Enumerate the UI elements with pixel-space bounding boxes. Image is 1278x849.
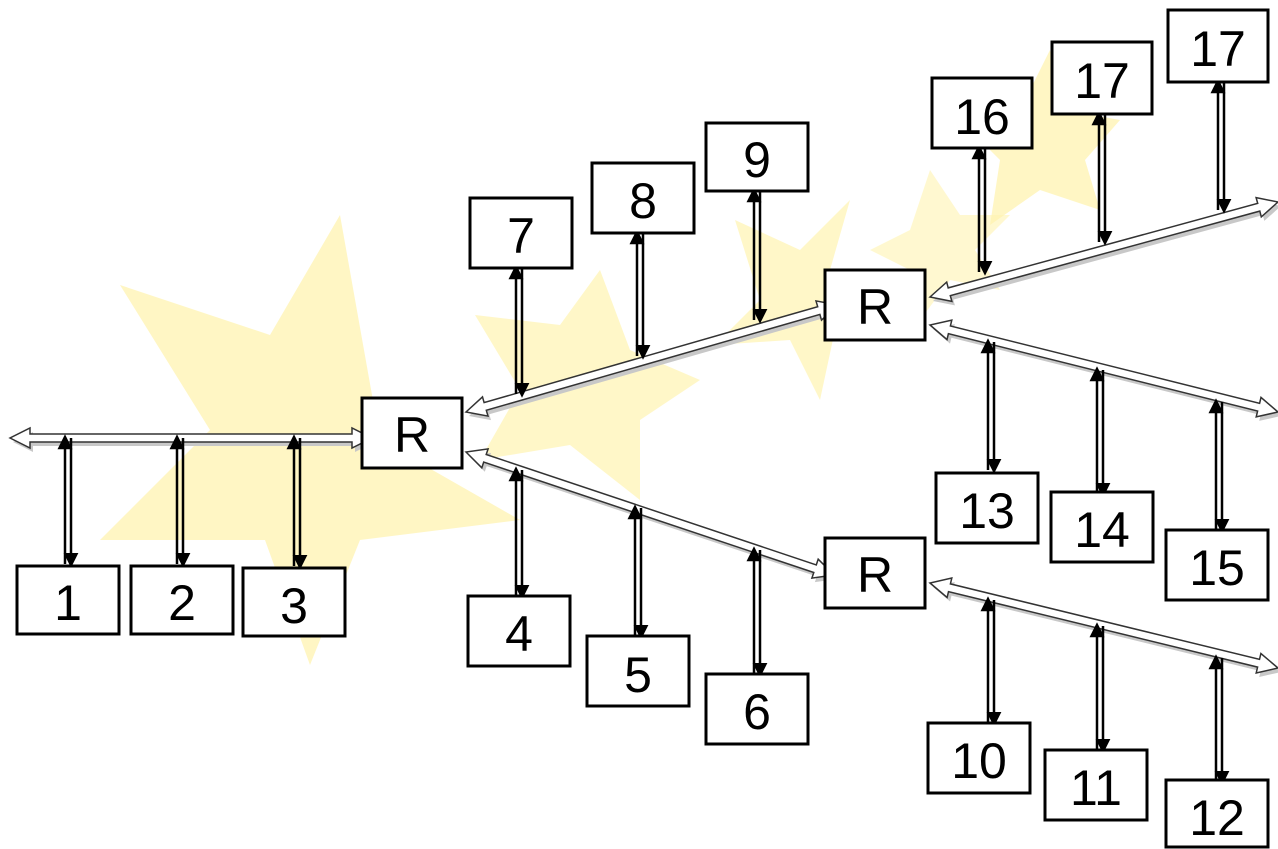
host-box-17-right[interactable]: 17 [1166, 8, 1270, 84]
host-box-16[interactable]: 16 [930, 76, 1034, 150]
host-label: 5 [624, 647, 652, 703]
link-host-4 [508, 466, 530, 600]
bus-line [928, 196, 1278, 303]
link-host-12 [1208, 654, 1230, 786]
host-box-15[interactable]: 15 [1164, 528, 1270, 602]
router-r2[interactable]: R [823, 268, 927, 342]
link-host-6 [746, 546, 768, 678]
host-label: 12 [1189, 790, 1245, 846]
host-box-17-middle[interactable]: 17 [1050, 40, 1154, 116]
host-label: 8 [629, 173, 657, 229]
link-host-2 [169, 434, 191, 568]
link-host-17-middle [1091, 110, 1113, 246]
host-box-9[interactable]: 9 [704, 121, 810, 193]
host-label: 10 [951, 733, 1007, 789]
router-r1[interactable]: R [360, 396, 464, 470]
host-label: 1 [54, 575, 82, 631]
host-label: 3 [280, 578, 308, 634]
host-label: 7 [507, 208, 535, 264]
host-box-6[interactable]: 6 [704, 672, 810, 746]
host-box-13[interactable]: 13 [934, 471, 1040, 545]
host-label: 13 [959, 483, 1015, 539]
link-host-11 [1089, 622, 1111, 754]
host-box-11[interactable]: 11 [1043, 748, 1149, 822]
host-label: 11 [1070, 760, 1122, 816]
star-shape-right-top [960, 50, 1120, 225]
host-label: 17 [1190, 21, 1246, 77]
link-host-15 [1208, 398, 1230, 534]
host-label: 2 [168, 575, 196, 631]
host-box-8[interactable]: 8 [590, 161, 696, 235]
routers: R R R [360, 268, 927, 610]
star-shape-right-mid [715, 200, 880, 400]
link-host-5 [627, 504, 649, 640]
host-box-3[interactable]: 3 [241, 566, 347, 638]
link-host-3 [286, 434, 308, 570]
link-host-14 [1089, 366, 1111, 498]
link-host-13 [980, 338, 1002, 474]
link-host-8 [629, 229, 651, 360]
host-box-7[interactable]: 7 [468, 196, 574, 270]
host-label: 15 [1189, 540, 1245, 596]
host-box-12[interactable]: 12 [1164, 778, 1270, 849]
host-label: 4 [505, 606, 533, 662]
host-label: 6 [743, 684, 771, 740]
link-host-16 [971, 144, 993, 276]
host-box-10[interactable]: 10 [926, 721, 1032, 795]
router-label: R [857, 547, 893, 603]
host-box-2[interactable]: 2 [129, 564, 235, 636]
host-box-5[interactable]: 5 [585, 634, 691, 708]
bus-right-top [928, 196, 1278, 306]
host-label: 14 [1074, 502, 1130, 558]
host-label: 17 [1074, 53, 1130, 109]
link-host-1 [57, 434, 79, 568]
link-host-9 [746, 187, 768, 324]
host-box-4[interactable]: 4 [466, 594, 572, 668]
router-label: R [394, 407, 430, 463]
router-r3[interactable]: R [823, 536, 927, 610]
link-host-7 [508, 264, 530, 398]
node-links [57, 78, 1232, 786]
router-label: R [857, 279, 893, 335]
host-box-14[interactable]: 14 [1049, 490, 1155, 564]
host-label: 9 [743, 132, 771, 188]
link-host-17-right [1210, 78, 1232, 214]
link-host-10 [980, 596, 1002, 727]
host-box-1[interactable]: 1 [15, 564, 121, 636]
host-label: 16 [954, 89, 1010, 145]
hosts: 1 2 3 4 5 6 7 8 [15, 8, 1270, 849]
